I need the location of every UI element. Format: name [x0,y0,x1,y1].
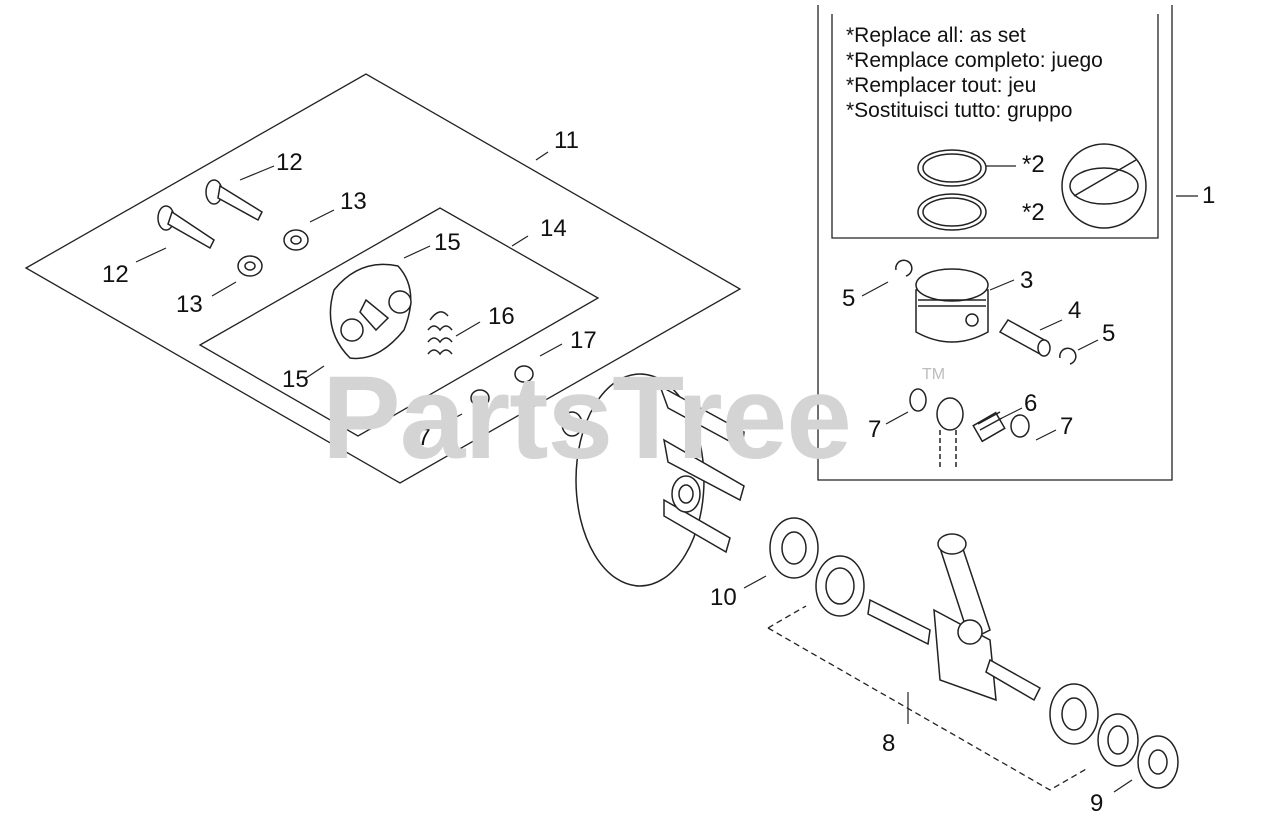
needle-bearing [972,411,1006,443]
crankshaft [867,533,1041,702]
flywheel [561,373,745,587]
drive-gear [1097,713,1139,767]
watermark-trademark: TM [922,366,946,383]
piston-ring-upper [917,149,987,187]
clutch-bolt-upper [205,179,263,222]
note-replace-all-es: *Remplace completo: juego [846,49,1103,72]
callout-12-upper: 12 [276,149,303,176]
callout-4: 4 [1068,297,1081,324]
watermark-brand: PartsTree [322,352,852,484]
callout-7-left: 7 [868,416,881,443]
ring-set-detail-circle [1061,143,1147,229]
callout-17-lower: 17 [404,424,431,451]
note-replace-all-en: *Replace all: as set [846,24,1026,47]
callout-13-lower: 13 [176,291,203,318]
connecting-rod-small-end [936,397,964,470]
piston-pin-clip-left [895,259,913,277]
clutch-washer-small-upper [514,365,534,383]
callout-15-lower: 15 [282,366,309,393]
callout-3: 3 [1020,267,1033,294]
clutch-washer-small-lower [470,389,490,407]
callout-5-right: 5 [1102,320,1115,347]
note-replace-all-fr: *Remplacer tout: jeu [846,74,1037,97]
thrust-washer-left [909,388,927,412]
piston-set-bracket [817,5,1173,481]
callout-11: 11 [554,127,579,154]
thrust-washer-right [1010,414,1030,438]
piston-pin [998,319,1051,357]
callout-15-upper: 15 [434,229,461,256]
crankshaft-roller-bearing [815,555,865,617]
callout-13-upper: 13 [340,188,367,215]
callout-16: 16 [488,303,515,330]
callout-1: 1 [1202,182,1215,209]
callout-7-right: 7 [1060,413,1073,440]
note-replace-all-it: *Sostituisci tutto: gruppo [846,99,1073,122]
crankshaft-seal [1137,735,1179,789]
piston-ring-lower [917,193,987,231]
leader-lines [135,151,1198,793]
clutch-shoe-frame [198,207,600,437]
callout-17-upper: 17 [570,327,597,354]
callout-6: 6 [1024,390,1037,417]
clutch-bolt-lower [157,205,215,250]
clutch-shoes [329,263,412,360]
clutch-spring [427,311,453,356]
crankshaft-bearing-left [769,517,819,579]
callout-2-upper: *2 [1022,151,1045,178]
callout-8: 8 [882,730,895,757]
clutch-assembly-frame [24,73,742,484]
piston [915,268,989,343]
callout-2-lower: *2 [1022,199,1045,226]
ring-set-bracket [831,14,1159,239]
crankshaft-bracket-lower [767,627,1089,791]
callout-12-lower: 12 [102,261,129,288]
callout-9: 9 [1090,790,1103,817]
crankshaft-bearing-right [1049,683,1099,745]
piston-pin-clip-right [1059,347,1077,365]
callout-5-left: 5 [842,285,855,312]
crankshaft-bracket [767,605,807,629]
callout-14: 14 [540,215,567,242]
callout-10: 10 [710,584,737,611]
